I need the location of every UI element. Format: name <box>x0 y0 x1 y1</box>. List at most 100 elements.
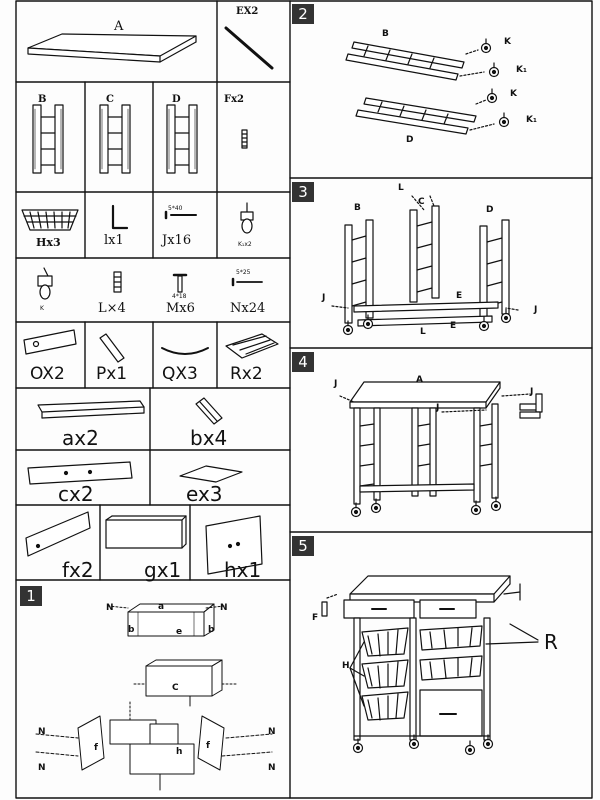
part-f-screws-drawing <box>241 129 248 149</box>
part-mx6-label: Mx6 <box>166 301 195 316</box>
step2-callout-d: D <box>406 135 414 145</box>
bracket-o-drawing <box>23 329 77 355</box>
part-a-label: A <box>114 19 124 34</box>
step2-callout-k1-top: K₁ <box>516 65 527 75</box>
step3-callout-e-bottom: E <box>450 321 457 331</box>
part-rx2-label: Rx2 <box>230 364 263 384</box>
step3-callout-j-right: J <box>534 305 538 315</box>
bracket-l-drawing <box>111 204 129 230</box>
step4-callout-j-right: J <box>530 387 534 397</box>
step5-finished-cart <box>321 575 539 756</box>
part-ex2-label: EX2 <box>236 6 259 17</box>
panel-g-drawing <box>105 515 187 549</box>
part-m-size-label: 4*18 <box>172 293 187 300</box>
step3-callout-e-top: E <box>456 291 463 301</box>
step-3-badge: 3 <box>292 182 314 202</box>
basket-h-drawing <box>21 209 79 231</box>
step2-callout-k-bottom: K <box>510 89 517 99</box>
panel-b-drawing <box>195 397 223 425</box>
step1-callout-n-1: N <box>106 603 114 613</box>
step1-callout-e: e <box>176 627 183 637</box>
panel-e-drawing <box>179 465 243 483</box>
step1-callout-f-right: f <box>206 741 210 751</box>
part-e-rod-drawing <box>224 26 274 70</box>
screw-n-drawing <box>231 277 263 287</box>
screw-j-drawing <box>164 210 197 220</box>
part-d-label: D <box>172 94 181 105</box>
dowel-l-drawing <box>113 271 122 293</box>
step3-callout-l-top: L <box>398 183 404 193</box>
strip-q-drawing <box>161 347 209 355</box>
screw-m-drawing <box>172 273 188 293</box>
step3-callout-j-left: J <box>322 293 326 303</box>
step1-callout-c: C <box>172 683 179 693</box>
part-k1x2-label: K₁x2 <box>238 241 252 248</box>
part-lx4-label: L×4 <box>98 301 126 316</box>
step2-ladder-assembly <box>345 38 510 135</box>
step1-callout-n-6: N <box>268 763 276 773</box>
tray-r-drawing <box>225 333 279 359</box>
step3-callout-c: C <box>418 197 425 207</box>
panel-f-drawing <box>25 511 91 557</box>
step3-callout-l-bottom: L <box>420 327 426 337</box>
ladder-d-drawing <box>166 104 198 174</box>
step1-callout-a: a <box>158 602 165 612</box>
step-2-badge: 2 <box>292 4 314 24</box>
panel-h-drawing <box>205 515 263 575</box>
part-gx1-label: gx1 <box>144 558 182 582</box>
part-qx3-label: QX3 <box>162 364 198 384</box>
part-fx2-panel-label: fx2 <box>62 558 94 582</box>
panel-a-drawing <box>37 400 145 419</box>
part-ax2-label: ax2 <box>62 426 99 450</box>
step1-drawer-assembly <box>35 603 273 791</box>
step5-callout-r: R <box>544 630 558 654</box>
step1-callout-b-right: b <box>208 625 215 635</box>
step4-callout-j-left: J <box>334 379 338 389</box>
step5-callout-f: F <box>312 613 319 623</box>
step1-callout-n-2: N <box>220 603 228 613</box>
part-k-label: K <box>40 305 44 312</box>
step2-callout-k-top: K <box>504 37 511 47</box>
part-cx2-label: cx2 <box>58 482 94 506</box>
step-5-badge: 5 <box>292 536 314 556</box>
step1-callout-b-left: b <box>128 625 135 635</box>
step4-top-assembly <box>339 381 543 518</box>
step5-callout-h: H <box>342 661 350 671</box>
step1-callout-h: h <box>176 747 183 757</box>
part-ex3-label: ex3 <box>186 482 223 506</box>
part-a-drawing <box>27 33 197 63</box>
step-4-badge: 4 <box>292 352 314 372</box>
caster-k1-drawing <box>240 202 254 234</box>
part-fx2-label: Fx2 <box>224 94 245 105</box>
step3-callout-b: B <box>354 203 361 213</box>
step4-callout-j-middle: J <box>436 403 440 413</box>
step3-callout-d: D <box>486 205 494 215</box>
part-nx24-label: Nx24 <box>230 301 266 316</box>
part-c-label: C <box>106 94 114 105</box>
part-jx16-label: Jx16 <box>162 233 192 248</box>
handle-p-drawing <box>99 333 125 363</box>
part-hx3-label: Hx3 <box>36 236 61 249</box>
step3-frame-assembly <box>331 195 519 336</box>
step2-callout-k1-bottom: K₁ <box>526 115 537 125</box>
step1-callout-n-3: N <box>38 727 46 737</box>
caster-k-drawing <box>37 267 53 300</box>
part-b-label: B <box>38 94 47 105</box>
ladder-c-drawing <box>99 104 131 174</box>
step4-callout-a: A <box>416 375 423 385</box>
grid-lines <box>15 0 593 799</box>
part-ox2-label: OX2 <box>30 364 65 384</box>
step-1-badge: 1 <box>20 586 42 606</box>
ladder-b-drawing <box>32 104 64 174</box>
step1-callout-n-4: N <box>38 763 46 773</box>
part-px1-label: Px1 <box>96 364 128 384</box>
step1-callout-f-left: f <box>94 743 98 753</box>
part-bx4-label: bx4 <box>190 426 228 450</box>
step1-callout-n-5: N <box>268 727 276 737</box>
panel-c-drawing <box>27 461 133 485</box>
part-n-size-label: 5*25 <box>236 269 251 276</box>
part-j-size-label: 5*40 <box>168 205 183 212</box>
part-lx1-label: lx1 <box>104 233 124 248</box>
